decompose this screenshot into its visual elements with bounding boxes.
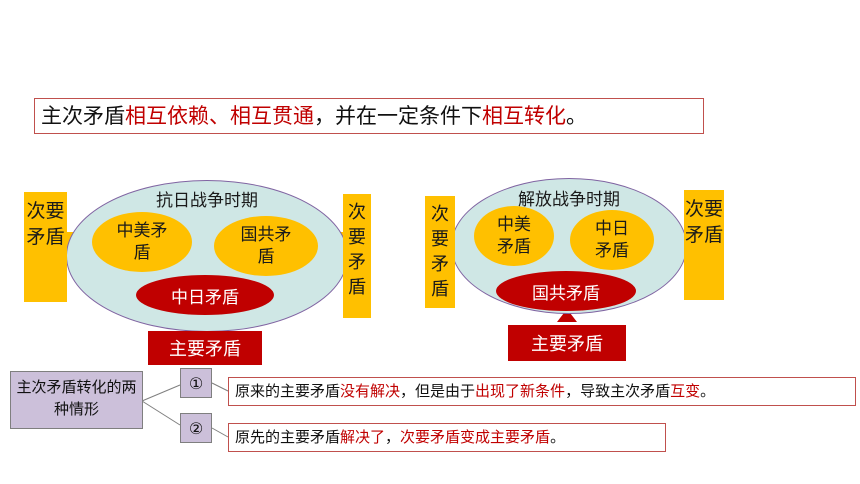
headline-part: 主次矛盾 — [41, 104, 125, 128]
secondary-contradiction-label: 次要矛盾 — [425, 196, 455, 308]
text-part: ，导致主次矛盾 — [565, 382, 671, 400]
period-title: 解放战争时期 — [518, 190, 620, 210]
text-part: ，但是由于 — [400, 382, 476, 400]
text-part: 原先的主要矛盾 — [235, 428, 341, 446]
principal-contradiction-label: 主要矛盾 — [508, 325, 626, 361]
period-title: 抗日战争时期 — [156, 191, 258, 211]
contradiction-oval: 中美矛盾 — [474, 206, 554, 266]
headline-highlight: 相互依赖、相互贯通 — [125, 104, 314, 128]
principal-contradiction-oval: 中日矛盾 — [136, 275, 274, 315]
contradiction-oval: 中美矛盾 — [92, 212, 192, 272]
case-two-text: 原先的主要矛盾解决了，次要矛盾变成主要矛盾。 — [228, 423, 666, 452]
secondary-contradiction-label: 次要矛盾 — [343, 194, 371, 318]
principal-contradiction-oval: 国共矛盾 — [496, 271, 636, 311]
secondary-contradiction-label: 次要矛盾 — [24, 192, 67, 302]
transformation-label: 主次矛盾转化的两种情形 — [10, 371, 143, 429]
bracket-line — [141, 384, 181, 402]
text-part: ， — [385, 428, 401, 446]
contradiction-oval: 中日矛盾 — [570, 210, 654, 270]
case-one-text: 原来的主要矛盾没有解决，但是由于出现了新条件，导致主次矛盾互变。 — [228, 377, 856, 406]
arrow-up-icon — [557, 309, 577, 322]
text-part: 。 — [700, 382, 716, 400]
bracket-line — [211, 382, 229, 392]
bracket-line — [141, 400, 181, 426]
headline-box: 主次矛盾相互依赖、相互贯通，并在一定条件下相互转化。 — [34, 98, 704, 134]
text-highlight: 出现了新条件 — [475, 382, 566, 400]
headline-part: 。 — [566, 104, 587, 128]
contradiction-oval: 国共矛盾 — [214, 216, 318, 276]
case-number: ② — [180, 413, 212, 443]
text-part: 原来的主要矛盾 — [235, 382, 341, 400]
text-highlight: 解决了 — [340, 428, 386, 446]
secondary-contradiction-label: 次要矛盾 — [684, 190, 724, 300]
text-highlight: 次要矛盾变成主要矛盾 — [400, 428, 551, 446]
case-number: ① — [180, 368, 212, 398]
headline-highlight: 相互转化 — [482, 104, 566, 128]
bracket-line — [211, 427, 229, 438]
text-highlight: 没有解决 — [340, 382, 401, 400]
text-highlight: 互变 — [670, 382, 701, 400]
headline-part: ，并在一定条件下 — [314, 104, 482, 128]
text-part: 。 — [550, 428, 566, 446]
principal-contradiction-label: 主要矛盾 — [148, 331, 262, 365]
